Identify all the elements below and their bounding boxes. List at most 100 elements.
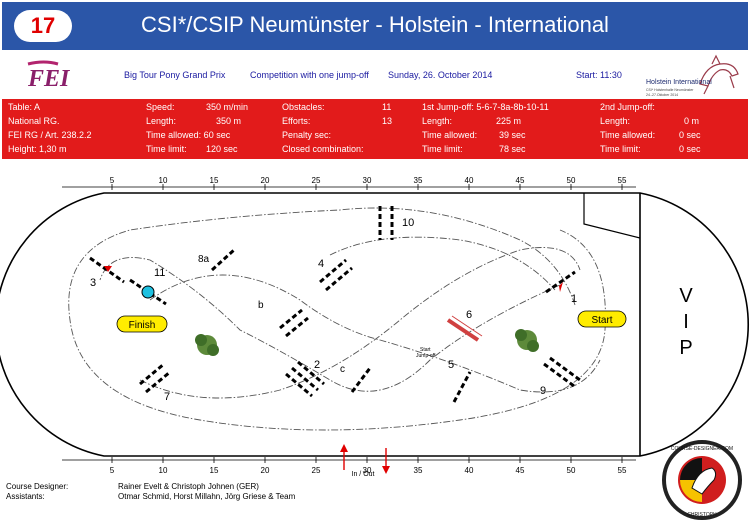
fei-rule: FEI RG / Art. 238.2.2 xyxy=(8,130,92,140)
ruler-top-label: 40 xyxy=(465,176,474,185)
jumpoff1-label: 1st Jump-off: 5-6-7-8a-8b-10-11 xyxy=(422,102,549,112)
obstacle-7 xyxy=(139,362,171,394)
vip-corner xyxy=(583,193,641,239)
tree-icon xyxy=(515,329,539,352)
jumpoff2-time-allowed-value: 0 sec xyxy=(679,130,701,140)
obstacle-number: 3 xyxy=(90,277,96,289)
jumpoff1-time-limit-label: Time limit: xyxy=(422,144,463,154)
time-allowed: Time allowed: 60 sec xyxy=(146,130,231,140)
ruler-bottom-label: 5 xyxy=(110,466,115,475)
jumpoff2-length-label: Length: xyxy=(600,116,631,126)
ruler-bottom-label: 55 xyxy=(618,466,627,475)
ruler-top-label: 45 xyxy=(516,176,525,185)
obstacle-number: 9 xyxy=(540,385,546,397)
obstacle-10 xyxy=(378,206,394,240)
jumpoff2-time-limit-label: Time limit: xyxy=(600,144,641,154)
obstacle-number: 7 xyxy=(164,391,170,403)
header-bar: 17 CSI*/CSIP Neumünster - Holstein - Int… xyxy=(2,2,748,50)
ruler-top-label: 25 xyxy=(312,176,321,185)
obstacle-6 xyxy=(446,315,483,342)
ruler-bottom-label: 40 xyxy=(465,466,474,475)
jumpoff1-length-label: Length: xyxy=(422,116,453,126)
ruler-bottom-label: 50 xyxy=(567,466,576,475)
event-title: CSI*/CSIP Neumünster - Holstein - Intern… xyxy=(141,12,609,37)
time-limit-value: 120 sec xyxy=(206,144,238,154)
obstacles-value: 11 xyxy=(382,102,392,112)
obstacle-4 xyxy=(319,258,353,292)
footer: Course Designer: Rainer Evelt & Christop… xyxy=(6,482,566,522)
ruler-bottom-label: 20 xyxy=(261,466,270,475)
national-rule: National RG. xyxy=(8,116,60,126)
start-jumpoff-text: Start xyxy=(420,347,431,353)
course-designer-logo-sub: CHRISTOPH xyxy=(687,512,717,518)
speed-value: 350 m/min xyxy=(206,102,249,112)
in-out-text: In / Out xyxy=(352,471,375,478)
ruler-top-label: 55 xyxy=(618,176,627,185)
holstein-logo-text: Holstein International xyxy=(646,79,712,86)
ruler-top: 5 10 15 20 25 30 35 40 45 50 55 xyxy=(62,176,636,190)
obstacles-label: Obstacles: xyxy=(282,102,325,112)
competition-date: Sunday, 26. October 2014 xyxy=(388,70,493,80)
fei-logo-text: FEI xyxy=(27,66,71,92)
competition-type: Competition with one jump-off xyxy=(250,70,369,80)
jumpoff1-time-allowed-label: Time allowed: xyxy=(422,130,478,140)
ruler-bottom: 5 10 15 20 25 30 35 40 45 50 55 xyxy=(62,457,636,475)
fei-logo: FEI xyxy=(27,60,71,92)
obstacle-8b xyxy=(279,308,309,338)
tree-icon xyxy=(195,334,219,356)
obstacle-number: 6 xyxy=(466,309,472,321)
obstacle-number: b xyxy=(258,300,264,311)
competition-name: Big Tour Pony Grand Prix xyxy=(124,70,226,80)
jumpoff2-time-allowed-label: Time allowed: xyxy=(600,130,656,140)
finish-label: Finish xyxy=(116,315,168,333)
vip-letter: I xyxy=(683,311,689,333)
jumpoff1-time-limit-value: 78 sec xyxy=(499,144,526,154)
arena-boundary xyxy=(0,192,749,457)
start-jumpoff-text: Jump-off xyxy=(416,353,436,359)
obstacle-8c xyxy=(350,367,372,393)
jumpoff2-label: 2nd Jump-off: xyxy=(600,102,655,112)
designer-label: Course Designer: xyxy=(6,482,69,491)
obstacle-9 xyxy=(543,356,581,388)
time-limit-label: Time limit: xyxy=(146,144,187,154)
ruler-bottom-label: 30 xyxy=(363,466,372,475)
class-number-badge: 17 xyxy=(14,10,72,42)
obstacle-8a xyxy=(210,248,236,272)
closed-combination-label: Closed combination: xyxy=(282,144,364,154)
efforts-label: Efforts: xyxy=(282,116,311,126)
obstacle-number: 4 xyxy=(318,258,324,270)
table-label: Table: A xyxy=(8,102,41,112)
ruler-bottom-label: 15 xyxy=(210,466,219,475)
speed-label: Speed: xyxy=(146,102,175,112)
course-designer-logo: COURSE-DESIGNER.COM CHRISTOPH xyxy=(662,440,742,520)
length-label: Length: xyxy=(146,116,177,126)
ruler-top-label: 30 xyxy=(363,176,372,185)
obstacle-number: 5 xyxy=(448,359,454,371)
obstacle-3 xyxy=(89,256,125,284)
ruler-top-label: 35 xyxy=(414,176,423,185)
obstacle-number: 8a xyxy=(198,254,210,265)
obstacle-number: 10 xyxy=(402,217,414,229)
info-band: FEI Big Tour Pony Grand Prix Competition… xyxy=(2,52,748,98)
obstacle-number: 2 xyxy=(314,359,320,371)
obstacle-5 xyxy=(452,371,472,403)
length-value: 350 m xyxy=(216,116,242,126)
ruler-top-label: 15 xyxy=(210,176,219,185)
ruler-bottom-label: 25 xyxy=(312,466,321,475)
holstein-logo-subtitle: CSI* Holstenhalle Neumünster xyxy=(646,88,694,92)
start-time: Start: 11:30 xyxy=(576,70,622,80)
ruler-top-label: 5 xyxy=(110,176,115,185)
assistants-label: Assistants: xyxy=(6,492,45,501)
holstein-logo-date: 24.-27.Oktober 2014 xyxy=(646,93,678,97)
jumpoff2-length-value: 0 m xyxy=(684,116,700,126)
ruler-top-label: 10 xyxy=(159,176,168,185)
ruler-bottom-label: 35 xyxy=(414,466,423,475)
course-data-table: Table: A National RG. FEI RG / Art. 238.… xyxy=(2,99,748,159)
start-text: Start xyxy=(591,315,612,326)
finish-text: Finish xyxy=(129,320,156,331)
obstacle-1 xyxy=(545,270,576,294)
obstacle-2 xyxy=(285,360,325,398)
assistants-names: Otmar Schmid, Horst Millahn, Jörg Griese… xyxy=(118,492,296,501)
ruler-bottom-label: 10 xyxy=(159,466,168,475)
